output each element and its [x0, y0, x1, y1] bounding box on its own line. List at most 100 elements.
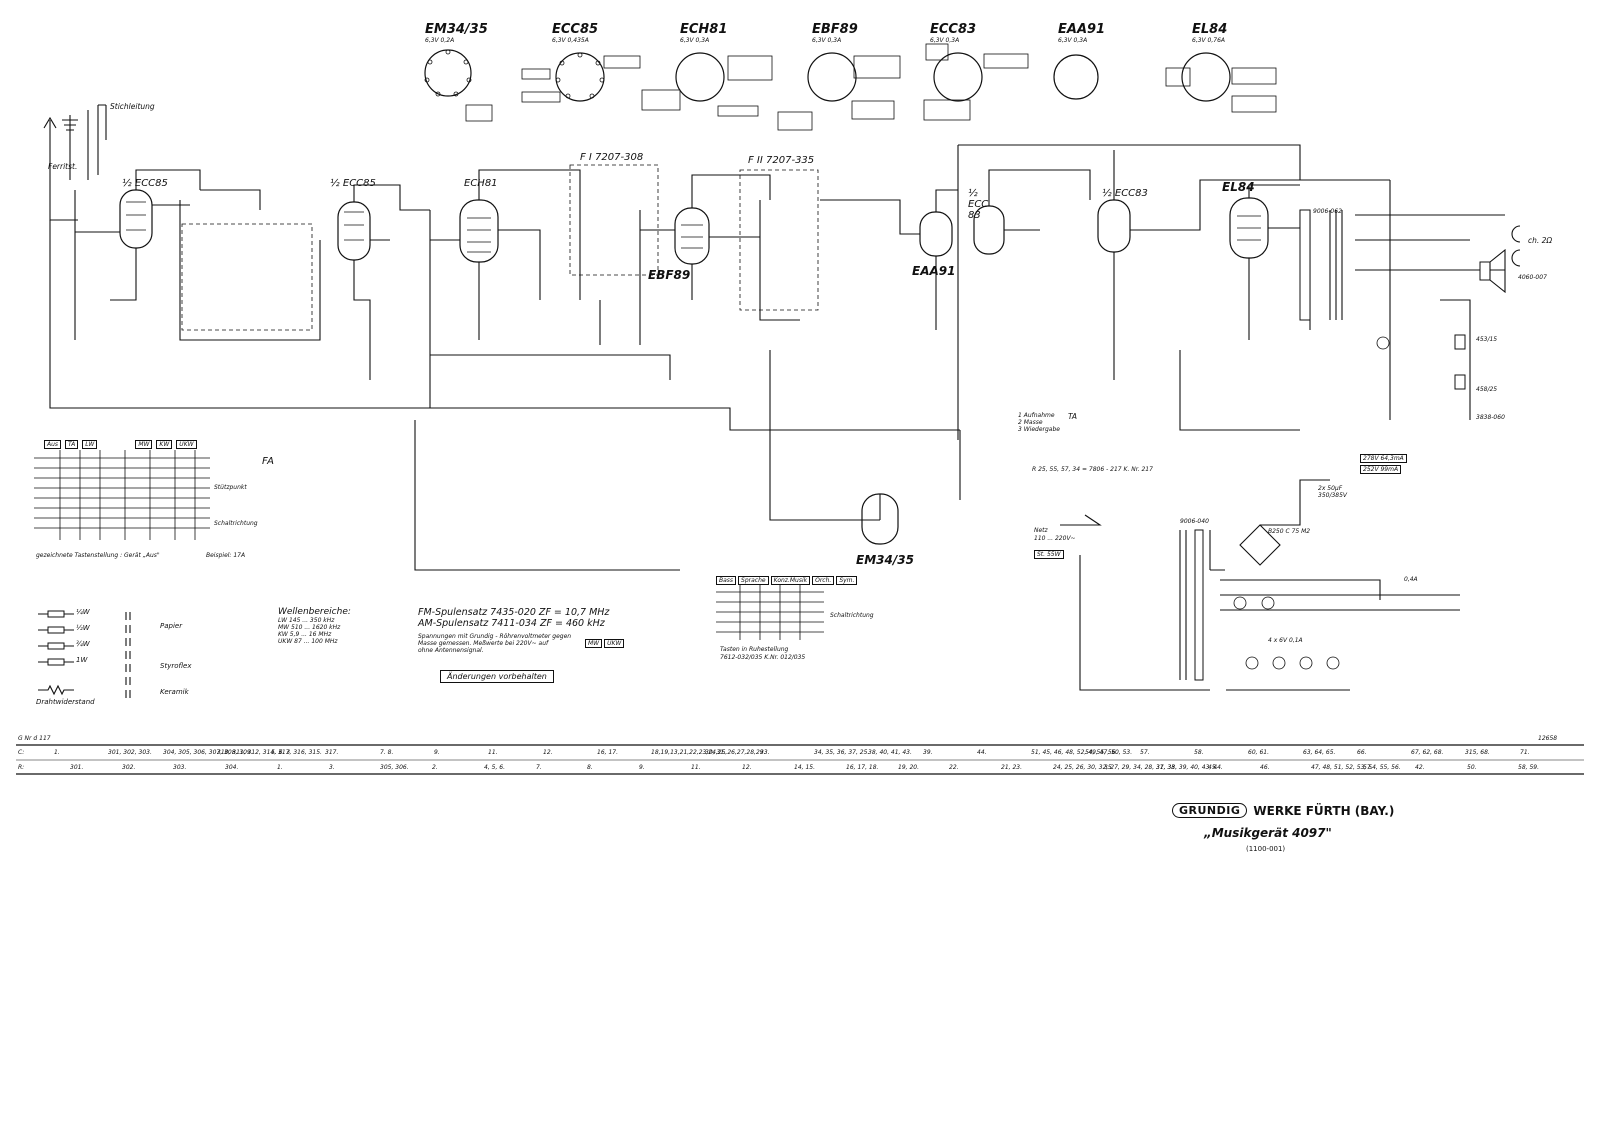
tube-base-em34: [424, 49, 493, 122]
antenna-stichleitung: Stichleitung: [110, 102, 155, 111]
c-ref-value: 301, 302, 303.: [108, 749, 152, 756]
tube-spec: 6,3V 0,3A: [812, 37, 842, 44]
table-ref: G Nr d 117: [18, 735, 51, 742]
table-r-label: R:: [18, 764, 25, 771]
c-ref-value: 51, 45, 46, 48, 52, 49, 47, 50, 53.: [1031, 749, 1133, 756]
tube-base-ecc85: [521, 52, 641, 103]
c-ref-value: 54, 55, 56.: [1085, 749, 1118, 756]
tube-header-el84: EL84 6,3V 0,76A: [1192, 22, 1227, 44]
speaker-icon: [1479, 248, 1506, 294]
power-lamps: 4 x 6V 0,1A: [1268, 637, 1303, 644]
switch-caption: gezeichnete Tastenstellung : Gerät „Aus": [36, 552, 160, 559]
c-ref-value: 12.: [543, 749, 553, 756]
wellenbereiche: Wellenbereiche: LW 145 ... 350 kHz MW 51…: [278, 607, 351, 645]
tube-base-ebf89: [777, 52, 901, 131]
r-ref-value: 24, 25, 26, 30, 32, 27, 29, 34, 28, 31, …: [1053, 764, 1178, 771]
tube-ecc85-2: [337, 201, 371, 261]
r-ref-value: 2.: [432, 764, 438, 771]
resistor-legend-symbols: [38, 610, 74, 696]
tube-name: EM34/35: [425, 22, 488, 37]
ruhestellung-caption1: Tasten in Ruhestellung: [720, 646, 789, 653]
c-ref-value: 71.: [1520, 749, 1530, 756]
tube-spec: 6,3V 0,3A: [930, 37, 960, 44]
stage-label-em34: EM34/35: [856, 553, 914, 567]
legend-r-1w: 1W: [76, 656, 88, 664]
c-ref-value: 57.: [1140, 749, 1150, 756]
tube-base-el84: [1165, 52, 1277, 113]
r-ref-value: 14, 15.: [794, 764, 815, 771]
output-spk4: 3838-060: [1476, 414, 1505, 421]
r-ref-value: 19, 20.: [898, 764, 919, 771]
output-ch2: ch. 2Ω: [1528, 236, 1553, 245]
power-netz: Netz: [1034, 527, 1048, 534]
power-hv1: 278V 64,3mA: [1360, 454, 1407, 463]
spulensatz-boxes: MW UKW: [585, 639, 625, 648]
r-ref-value: 302.: [122, 764, 136, 771]
switch-schaltrichtung: Schaltrichtung: [214, 520, 258, 527]
ruhestellung-keys: Bass Sprache Konz.Musik Orch. Sym.: [716, 576, 858, 585]
spulensatz-fm: FM-Spulensatz 7435-020 ZF = 10,7 MHz: [418, 607, 610, 618]
r-ref-value: 7.: [536, 764, 542, 771]
r-ref-value: 42.: [1415, 764, 1425, 771]
legend-r-draht: Drahtwiderstand: [36, 698, 95, 706]
tube-name: ECC83: [930, 22, 977, 37]
tube-spec: 6,3V 0,3A: [1058, 37, 1088, 44]
r-ref-value: 12.: [742, 764, 752, 771]
r-ref-value: 45.: [1208, 764, 1218, 771]
output-sockets: [1511, 225, 1521, 267]
power-netz-v: 110 ... 220V~: [1034, 535, 1076, 542]
antenna-fa: FA: [262, 456, 275, 467]
c-ref-value: 5. 6. 3: [271, 749, 291, 756]
filter-boxes: [181, 164, 819, 331]
c-ref-value: 66.: [1357, 749, 1367, 756]
spulensatz-ukw: UKW: [604, 639, 625, 648]
tube-header-ecc85: ECC85 6,3V 0,435A: [552, 22, 598, 44]
legend-r-threequarter: ¾W: [76, 640, 90, 648]
tube-name: EAA91: [1058, 22, 1106, 37]
stage-label-ech81: ECH81: [464, 178, 498, 189]
tube-name: EBF89: [812, 22, 858, 37]
legend-c-keramik: Keramik: [160, 688, 189, 696]
r-ref-value: 46.: [1260, 764, 1270, 771]
r-ref-value: 1.: [277, 764, 283, 771]
r-ref-value: 22.: [949, 764, 959, 771]
pickup-line2: 2 Masse: [1018, 419, 1043, 426]
switch-matrix-grid: [34, 450, 210, 540]
tube-header-ecc83: ECC83 6,3V 0,3A: [930, 22, 976, 44]
output-transformer: [1299, 209, 1343, 321]
spulensatz-mw: MW: [585, 639, 603, 648]
tube-name: ECH81: [680, 22, 728, 37]
key-orch: Orch.: [812, 576, 835, 585]
switch-stutzpunkt: Stützpunkt: [214, 484, 247, 491]
c-ref-value: 33.: [760, 749, 770, 756]
stage-label-el84: EL84: [1222, 180, 1255, 194]
spulensatz-note3: ohne Antennensignal.: [418, 647, 484, 654]
wellenbereiche-title: Wellenbereiche:: [278, 607, 351, 617]
c-ref-value: 39.: [923, 749, 933, 756]
key-aus: Aus: [44, 440, 62, 449]
power-ausgang: 9006-062: [1313, 208, 1342, 215]
tube-base-eaa91: [1053, 54, 1099, 100]
r-ref-value: 304.: [225, 764, 239, 771]
antenna-section: [43, 104, 430, 409]
r-ref-value: 9.: [639, 764, 645, 771]
spulensatz-block: FM-Spulensatz 7435-020 ZF = 10,7 MHz AM-…: [418, 607, 668, 654]
filter-label-f1: F I 7207-308: [580, 152, 644, 163]
key-sym: Sym.: [836, 576, 858, 585]
tube-name: EL84: [1192, 22, 1228, 37]
c-ref-value: 317.: [325, 749, 339, 756]
power-fuse: 0,4A: [1404, 576, 1418, 583]
tube-base-ecc83: [923, 43, 1029, 121]
tube-ecc85-1: [119, 189, 153, 249]
power-bridge: B250 C 75 M2: [1268, 528, 1311, 535]
power-hv2: 252V 99mA: [1360, 465, 1402, 474]
stage-label-ecc85-1: ½ ECC85: [122, 178, 168, 189]
capacitor-legend-symbols: [125, 612, 131, 698]
key-kw: KW: [156, 440, 173, 449]
stage-label-eaa91: EAA91: [912, 264, 956, 278]
r-ref-value: 37, 38, 39, 40, 43, 44.: [1156, 764, 1223, 771]
filter-label-f2: F II 7207-335: [748, 155, 815, 166]
r-ref-value: 50.: [1467, 764, 1477, 771]
output-speaker-main: 4060-007: [1518, 274, 1547, 281]
ruhestellung-grid: [716, 585, 824, 640]
